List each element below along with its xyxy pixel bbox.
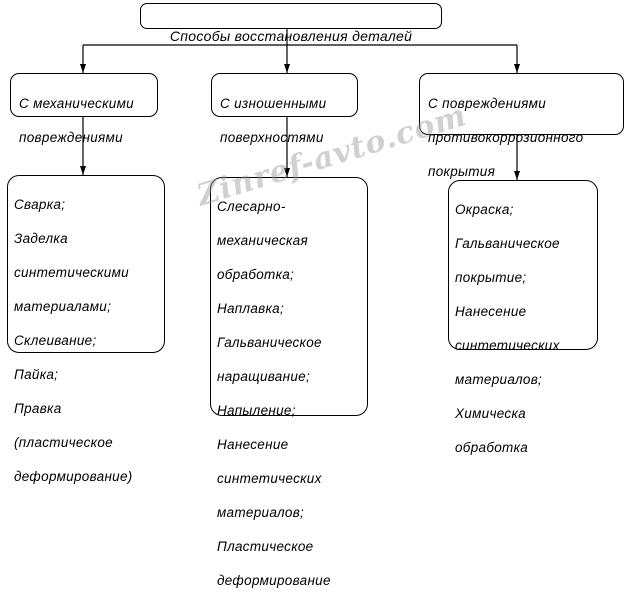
connectors [80, 29, 520, 180]
list-item: Гальваническое [217, 335, 322, 350]
list-item: деформирование [217, 573, 331, 588]
list-item: Пайка; [14, 367, 59, 382]
category-corrosion-coating: С повреждениями противокоррозионного пок… [419, 73, 624, 179]
list-item: Нанесение [455, 304, 527, 319]
category-line: С повреждениями [428, 96, 547, 111]
list-item: (пластическое [14, 435, 113, 450]
list-item: синтетическими [14, 265, 129, 280]
list-item: механическая [217, 233, 309, 248]
list-item: Нанесение [217, 437, 289, 452]
list-item: синтетических [455, 338, 560, 353]
root-label: Способы восстановления деталей [169, 28, 413, 44]
category-line: С изношенными [220, 96, 327, 111]
list-item: Сварка; [14, 197, 66, 212]
list-item: Химическа [455, 406, 526, 421]
category-line: поверхностями [220, 130, 324, 145]
methods-list-worn: Слесарно- механическая обработка; Наплав… [210, 177, 368, 588]
root-box: Способы восстановления деталей [140, 3, 442, 44]
category-line: противокоррозионного [428, 130, 584, 145]
list-item: Слесарно- [217, 199, 286, 214]
list-item: Наплавка; [217, 301, 285, 316]
arrow-2 [284, 64, 290, 73]
list-item: обработка [455, 440, 529, 455]
category-worn-surfaces: С изношенными поверхностями [211, 73, 358, 145]
list-item: материалов; [217, 505, 305, 520]
list-item: обработка; [217, 267, 295, 282]
list-item: синтетических [217, 471, 322, 486]
methods-list-corrosion: Окраска; Гальваническое покрытие; Нанесе… [448, 180, 598, 455]
list-item: Заделка [14, 231, 68, 246]
list-item: материалов; [455, 372, 543, 387]
category-mechanical-damage: С механическими повреждениями [10, 73, 158, 145]
list-item: Пластическое [217, 539, 314, 554]
list-item: материалами; [14, 299, 112, 314]
list-item: Напыление; [217, 403, 296, 418]
arrow-3 [514, 64, 520, 73]
diagram: Способы восстановления деталей С механич… [7, 3, 624, 588]
list-item: деформирование) [14, 469, 133, 484]
arrow-6 [514, 171, 520, 180]
list-item: Окраска; [455, 202, 514, 217]
category-line: повреждениями [19, 130, 123, 145]
arrow-4 [80, 166, 86, 175]
list-item: Склеивание; [14, 333, 97, 348]
list-item: наращивание; [217, 369, 311, 384]
arrow-1 [80, 64, 86, 73]
list-item: Правка [14, 401, 62, 416]
list-item: Гальваническое [455, 236, 560, 251]
arrow-5 [284, 168, 290, 177]
category-line: С механическими [19, 96, 134, 111]
list-item: покрытие; [455, 270, 527, 285]
category-line: покрытия [428, 164, 496, 179]
methods-list-mechanical: Сварка; Заделка синтетическими материала… [7, 175, 165, 484]
